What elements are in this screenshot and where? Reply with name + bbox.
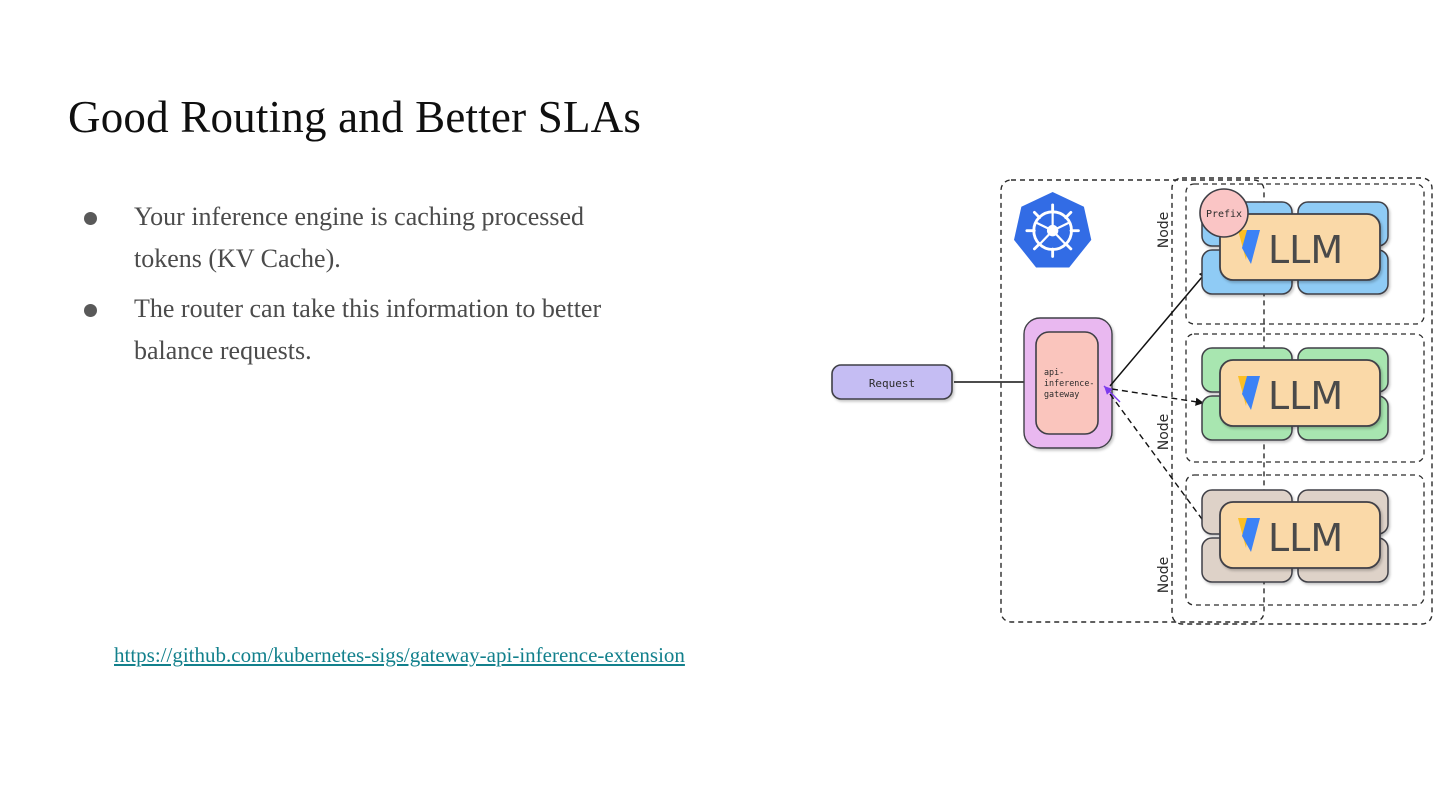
node-1-vllm-label: LLM (1268, 228, 1343, 272)
node-2-label: Node (1156, 414, 1172, 451)
list-item: Your inference engine is caching process… (72, 196, 802, 280)
arrow-gateway-to-node-1 (1109, 269, 1209, 387)
gateway-box[interactable]: api- inference- gateway (1023, 317, 1113, 449)
page-title: Good Routing and Better SLAs (68, 92, 642, 142)
request-label: Request (869, 377, 915, 390)
vllm-logo (1238, 376, 1260, 410)
gateway-label-line-1: api- (1044, 367, 1064, 377)
prefix-badge-label: Prefix (1206, 209, 1242, 220)
bullet-text-line-2: balance requests. (134, 336, 312, 366)
node-3: Node LLM (1156, 474, 1425, 606)
arrow-gateway-return (1103, 385, 1121, 403)
vllm-logo (1238, 518, 1260, 552)
bullet-list: Your inference engine is caching process… (72, 196, 802, 380)
node-1-label: Node (1156, 212, 1172, 249)
node-3-label: Node (1156, 557, 1172, 594)
bullet-text-line-1: The router can take this information to … (134, 294, 602, 324)
arrow-gateway-to-node-3 (1109, 393, 1211, 531)
kubernetes-logo (1014, 192, 1092, 268)
node-2: Node LLM (1156, 333, 1425, 463)
bullet-text-line-1: Your inference engine is caching process… (134, 202, 585, 231)
node-1: Node LLM Prefix (1156, 183, 1425, 325)
gateway-label-line-2: inference- (1044, 378, 1094, 388)
node-3-vllm-card (1219, 501, 1381, 569)
gateway-label-line-3: gateway (1044, 389, 1079, 399)
node-2-vllm-label: LLM (1268, 374, 1343, 418)
prefix-badge: Prefix (1199, 188, 1249, 238)
node-1-vllm-card (1219, 213, 1381, 281)
vllm-logo (1238, 230, 1260, 264)
request-box[interactable]: Request (831, 364, 953, 400)
node-3-vllm-label: LLM (1268, 516, 1343, 560)
list-item: The router can take this information to … (72, 288, 802, 372)
node-group-container (1171, 177, 1433, 625)
source-link[interactable]: https://github.com/kubernetes-sigs/gatew… (114, 643, 685, 667)
node-2-vllm-card (1219, 359, 1381, 427)
bullet-text-line-2: tokens (KV Cache). (134, 244, 341, 274)
architecture-diagram: Request api- inference- gateway Node (820, 170, 1440, 640)
arrow-gateway-to-node-2 (1111, 388, 1205, 406)
